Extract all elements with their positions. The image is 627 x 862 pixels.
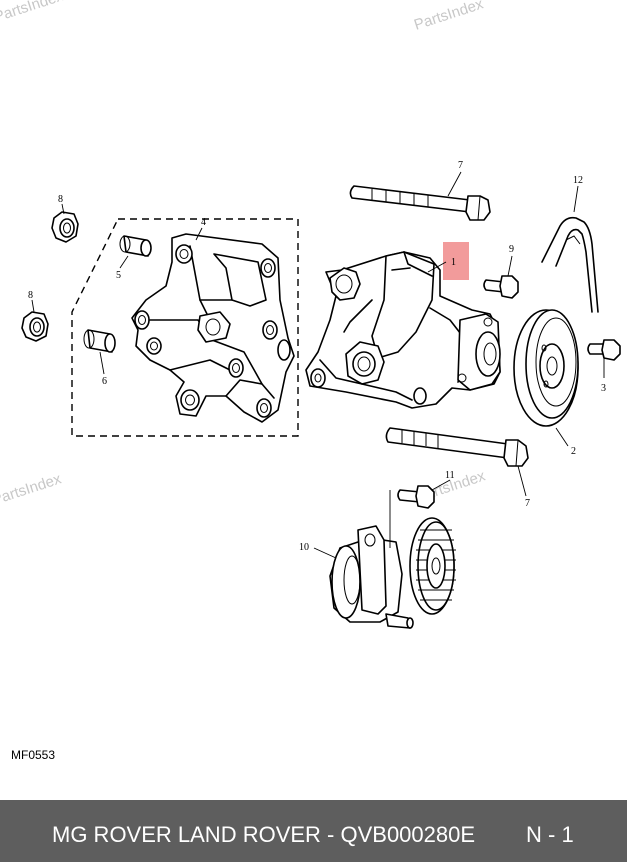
steering-pump (305, 251, 501, 409)
nut-upper (51, 211, 79, 243)
leader-9 (507, 255, 513, 277)
spacer-5 (119, 235, 152, 257)
watermark-top-right: PartsIndex (412, 0, 486, 34)
callout-7-lower: 7 (525, 498, 530, 509)
callout-7-upper: 7 (458, 160, 463, 171)
callout-8-lower: 8 (28, 290, 33, 301)
leader-11 (431, 479, 451, 491)
leader-5 (119, 255, 129, 269)
callout-3: 3 (601, 383, 606, 394)
part-1-highlight (443, 242, 469, 280)
leader-10 (313, 547, 337, 559)
callout-9: 9 (509, 244, 514, 255)
callout-4: 4 (201, 217, 206, 228)
leader-8-lower (31, 299, 35, 313)
footer-title: MG ROVER LAND ROVER - QVB000280E (52, 822, 476, 847)
watermark-mid-left: PartsIndex (0, 470, 64, 508)
drive-belt (541, 216, 599, 313)
bolt-11 (397, 485, 435, 509)
callout-10: 10 (299, 542, 309, 553)
spacer-6 (83, 329, 116, 353)
callout-1: 1 (451, 257, 456, 268)
bracket-group-outline (71, 218, 299, 437)
leader-6 (99, 351, 105, 375)
callout-6: 6 (102, 376, 107, 387)
callout-2: 2 (571, 446, 576, 457)
callout-12: 12 (573, 175, 583, 186)
belt-tensioner (329, 517, 456, 629)
bolt-upper (349, 185, 491, 221)
bolt-3 (587, 339, 621, 361)
nut-lower (21, 311, 49, 342)
leader-1 (427, 261, 447, 273)
leader-7-lower (517, 465, 527, 497)
leader-4 (195, 227, 203, 241)
leader-7-upper (447, 171, 462, 197)
parts-diagram: PartsIndex PartsIndex PartsIndex PartsIn… (0, 0, 621, 762)
watermark-top-left: PartsIndex (0, 0, 66, 26)
callout-11: 11 (445, 470, 455, 481)
bolt-9 (483, 275, 519, 299)
bolt-lower (385, 427, 529, 467)
callout-8-upper: 8 (58, 194, 63, 205)
leader-8-upper (61, 203, 65, 215)
pulley (513, 309, 579, 427)
callout-5: 5 (116, 270, 121, 281)
leader-2 (555, 427, 569, 447)
footer-bar: MG ROVER LAND ROVER - QVB000280E N - 1 (0, 800, 627, 862)
leader-12 (573, 185, 579, 213)
footer-page-number: N - 1 (526, 822, 574, 847)
diagram-code: MF0553 (11, 748, 55, 762)
mounting-bracket (131, 233, 295, 423)
